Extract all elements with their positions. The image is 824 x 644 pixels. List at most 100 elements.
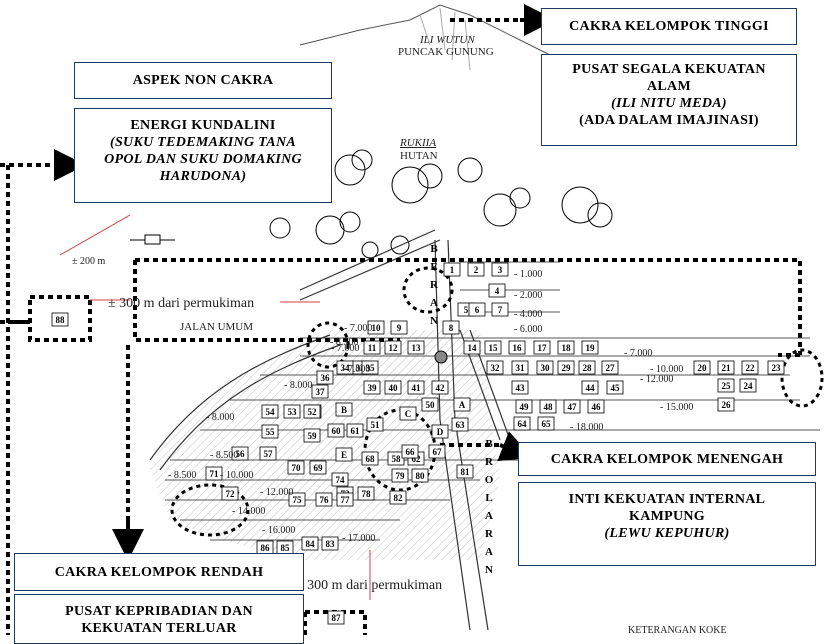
- svg-text:3: 3: [498, 265, 503, 275]
- svg-text:A: A: [459, 400, 466, 410]
- svg-text:17: 17: [538, 343, 548, 353]
- house-13: 13: [407, 340, 425, 355]
- house-80: 80: [411, 468, 429, 483]
- house-50: 50: [421, 397, 439, 412]
- house-58: 58: [387, 451, 405, 466]
- house-10: 10: [367, 320, 385, 335]
- house-32: 32: [486, 360, 504, 375]
- rukiia-label: RUKIIA: [400, 137, 437, 149]
- house-30: 30: [536, 360, 554, 375]
- svg-text:12: 12: [389, 343, 399, 353]
- pusat-segala-kekuatan-box: PUSAT SEGALA KEKUATAN ALAM (ILI NITU MED…: [541, 54, 797, 146]
- cakra-kelompok-tinggi-box: CAKRA KELOMPOK TINGGI: [541, 8, 797, 45]
- house-37: 37: [311, 384, 329, 399]
- house-61: 61: [346, 423, 364, 438]
- svg-text:75: 75: [293, 495, 303, 505]
- contour-label: - 6.000: [514, 324, 542, 335]
- house-46: 46: [587, 399, 605, 414]
- cakra-kelompok-rendah-box: CAKRA KELOMPOK RENDAH: [14, 553, 304, 591]
- svg-text:81: 81: [461, 467, 471, 477]
- house-28: 28: [578, 360, 596, 375]
- svg-text:39: 39: [368, 383, 378, 393]
- inti-kekuatan-internal-box: INTI KEKUATAN INTERNAL KAMPUNG (LEWU KEP…: [518, 482, 816, 566]
- svg-text:54: 54: [266, 407, 276, 417]
- hutan-label: HUTAN: [400, 150, 438, 162]
- svg-text:10: 10: [372, 323, 382, 333]
- svg-text:35: 35: [366, 363, 376, 373]
- house-23: 23: [767, 360, 785, 375]
- house-52: 52: [303, 404, 321, 419]
- house-17: 17: [533, 340, 551, 355]
- aspek-non-cakra-box: ASPEK NON CAKRA: [74, 62, 332, 99]
- settlement-area: [150, 330, 500, 560]
- house-59: 59: [303, 428, 321, 443]
- svg-text:37: 37: [316, 387, 326, 397]
- house-14: 14: [463, 340, 481, 355]
- svg-text:80: 80: [416, 471, 426, 481]
- svg-text:68: 68: [366, 454, 376, 464]
- house-43: 43: [511, 380, 529, 395]
- house-2: 2: [467, 262, 485, 277]
- house-72: 72: [221, 486, 239, 501]
- road-name-bottom: B R O L A R A N: [484, 438, 494, 576]
- house-6: 6: [468, 302, 486, 317]
- house-35: 35: [361, 360, 379, 375]
- zone-circle-right: [780, 348, 824, 408]
- contour-label: - 8.000: [284, 380, 312, 391]
- house-64: 64: [513, 416, 531, 431]
- svg-text:27: 27: [606, 363, 616, 373]
- svg-text:70: 70: [292, 463, 302, 473]
- contour-label: - 4.000: [514, 309, 542, 320]
- house-57: 57: [259, 446, 277, 461]
- svg-text:13: 13: [412, 343, 422, 353]
- svg-text:7: 7: [498, 305, 503, 315]
- house-4: 4: [488, 283, 506, 298]
- svg-text:83: 83: [326, 539, 336, 549]
- house-68: 68: [361, 451, 379, 466]
- house-69: 69: [309, 460, 327, 475]
- house-44: 44: [581, 380, 599, 395]
- house-65: 65: [537, 416, 555, 431]
- svg-text:2: 2: [474, 265, 479, 275]
- zone-circle-left: [306, 321, 350, 369]
- house-55: 55: [261, 424, 279, 439]
- house-D: D: [431, 424, 449, 439]
- house-19: 19: [581, 340, 599, 355]
- svg-text:33: 33: [356, 363, 366, 373]
- zone-circle-bottom: [170, 483, 250, 537]
- svg-text:66: 66: [406, 447, 416, 457]
- svg-text:55: 55: [266, 427, 276, 437]
- keterangan-label: KETERANGAN KOKE: [628, 625, 727, 636]
- svg-text:1: 1: [450, 265, 455, 275]
- radius-200-label: ± 200 m: [72, 256, 106, 267]
- house-21: 21: [717, 360, 735, 375]
- contour-label: - 7.000: [342, 364, 370, 375]
- house-25: 25: [717, 378, 735, 393]
- svg-text:23: 23: [772, 363, 782, 373]
- svg-text:15: 15: [489, 343, 499, 353]
- svg-text:46: 46: [592, 402, 602, 412]
- house-70: 70: [287, 460, 305, 475]
- svg-text:44: 44: [586, 383, 596, 393]
- svg-text:64: 64: [518, 419, 528, 429]
- svg-text:48: 48: [544, 402, 554, 412]
- contour-label: - 8.500: [168, 470, 196, 481]
- svg-text:B: B: [341, 405, 347, 415]
- contour-label: - 8.000: [206, 412, 234, 423]
- svg-text:53: 53: [288, 407, 298, 417]
- svg-text:79: 79: [396, 471, 406, 481]
- svg-text:40: 40: [389, 383, 399, 393]
- contour-label: - 16.000: [262, 525, 295, 536]
- svg-text:32: 32: [491, 363, 501, 373]
- house-31: 31: [511, 360, 529, 375]
- house-67: 67: [428, 444, 446, 459]
- house-B: B: [335, 402, 353, 417]
- house-1: 1: [443, 262, 461, 277]
- svg-text:21: 21: [722, 363, 732, 373]
- svg-text:41: 41: [412, 383, 422, 393]
- radius-300-bottom-label: ± 300 m dari permukiman: [296, 578, 443, 593]
- svg-text:C: C: [405, 409, 412, 419]
- svg-text:20: 20: [698, 363, 708, 373]
- jalan-umum-label: JALAN UMUM: [180, 321, 254, 333]
